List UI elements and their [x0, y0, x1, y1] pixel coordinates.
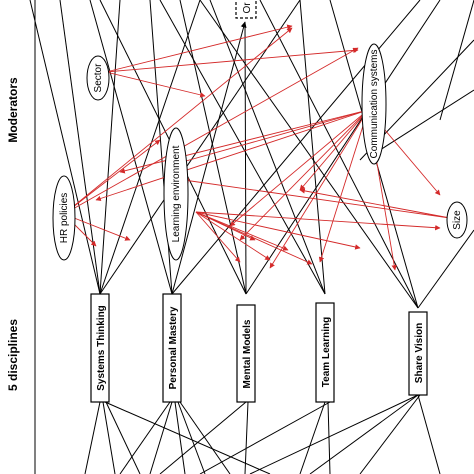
moderator-learning-environment-label: Learning environment	[171, 145, 182, 242]
moderator-hr-policies: HR policies	[52, 175, 76, 261]
disciplines-label: 5 disciplines	[6, 319, 20, 391]
outcome-node: Or	[235, 0, 257, 19]
moderator-learning-environment: Learning environment	[163, 127, 189, 261]
moderator-sector: Sector	[86, 55, 110, 101]
moderator-size: Size	[446, 201, 468, 239]
moderator-communication-systems: Communication systems	[361, 43, 387, 165]
red-arrows	[63, 24, 451, 271]
discipline-share-vision: Share Vision	[408, 311, 428, 396]
discipline-mental-models-label: Mental Models	[242, 319, 253, 388]
discipline-personal-mastery: Personal Mastery	[162, 293, 182, 403]
moderator-hr-policies-label: HR policies	[59, 193, 70, 244]
moderators-label: Moderators	[6, 77, 20, 143]
discipline-mental-models: Mental Models	[236, 304, 256, 403]
discipline-systems-thinking: Systems Thinking	[90, 293, 110, 403]
discipline-personal-mastery-label: Personal Mastery	[168, 306, 179, 389]
discipline-team-learning-label: Team Learning	[321, 317, 332, 387]
discipline-share-vision-label: Share Vision	[414, 323, 425, 383]
discipline-systems-thinking-label: Systems Thinking	[96, 305, 107, 391]
moderator-communication-systems-label: Communication systems	[369, 50, 380, 159]
discipline-team-learning: Team Learning	[315, 302, 335, 403]
outcome-node-label: Or	[242, 2, 253, 14]
moderator-size-label: Size	[452, 210, 463, 230]
moderator-sector-label: Sector	[93, 63, 104, 93]
